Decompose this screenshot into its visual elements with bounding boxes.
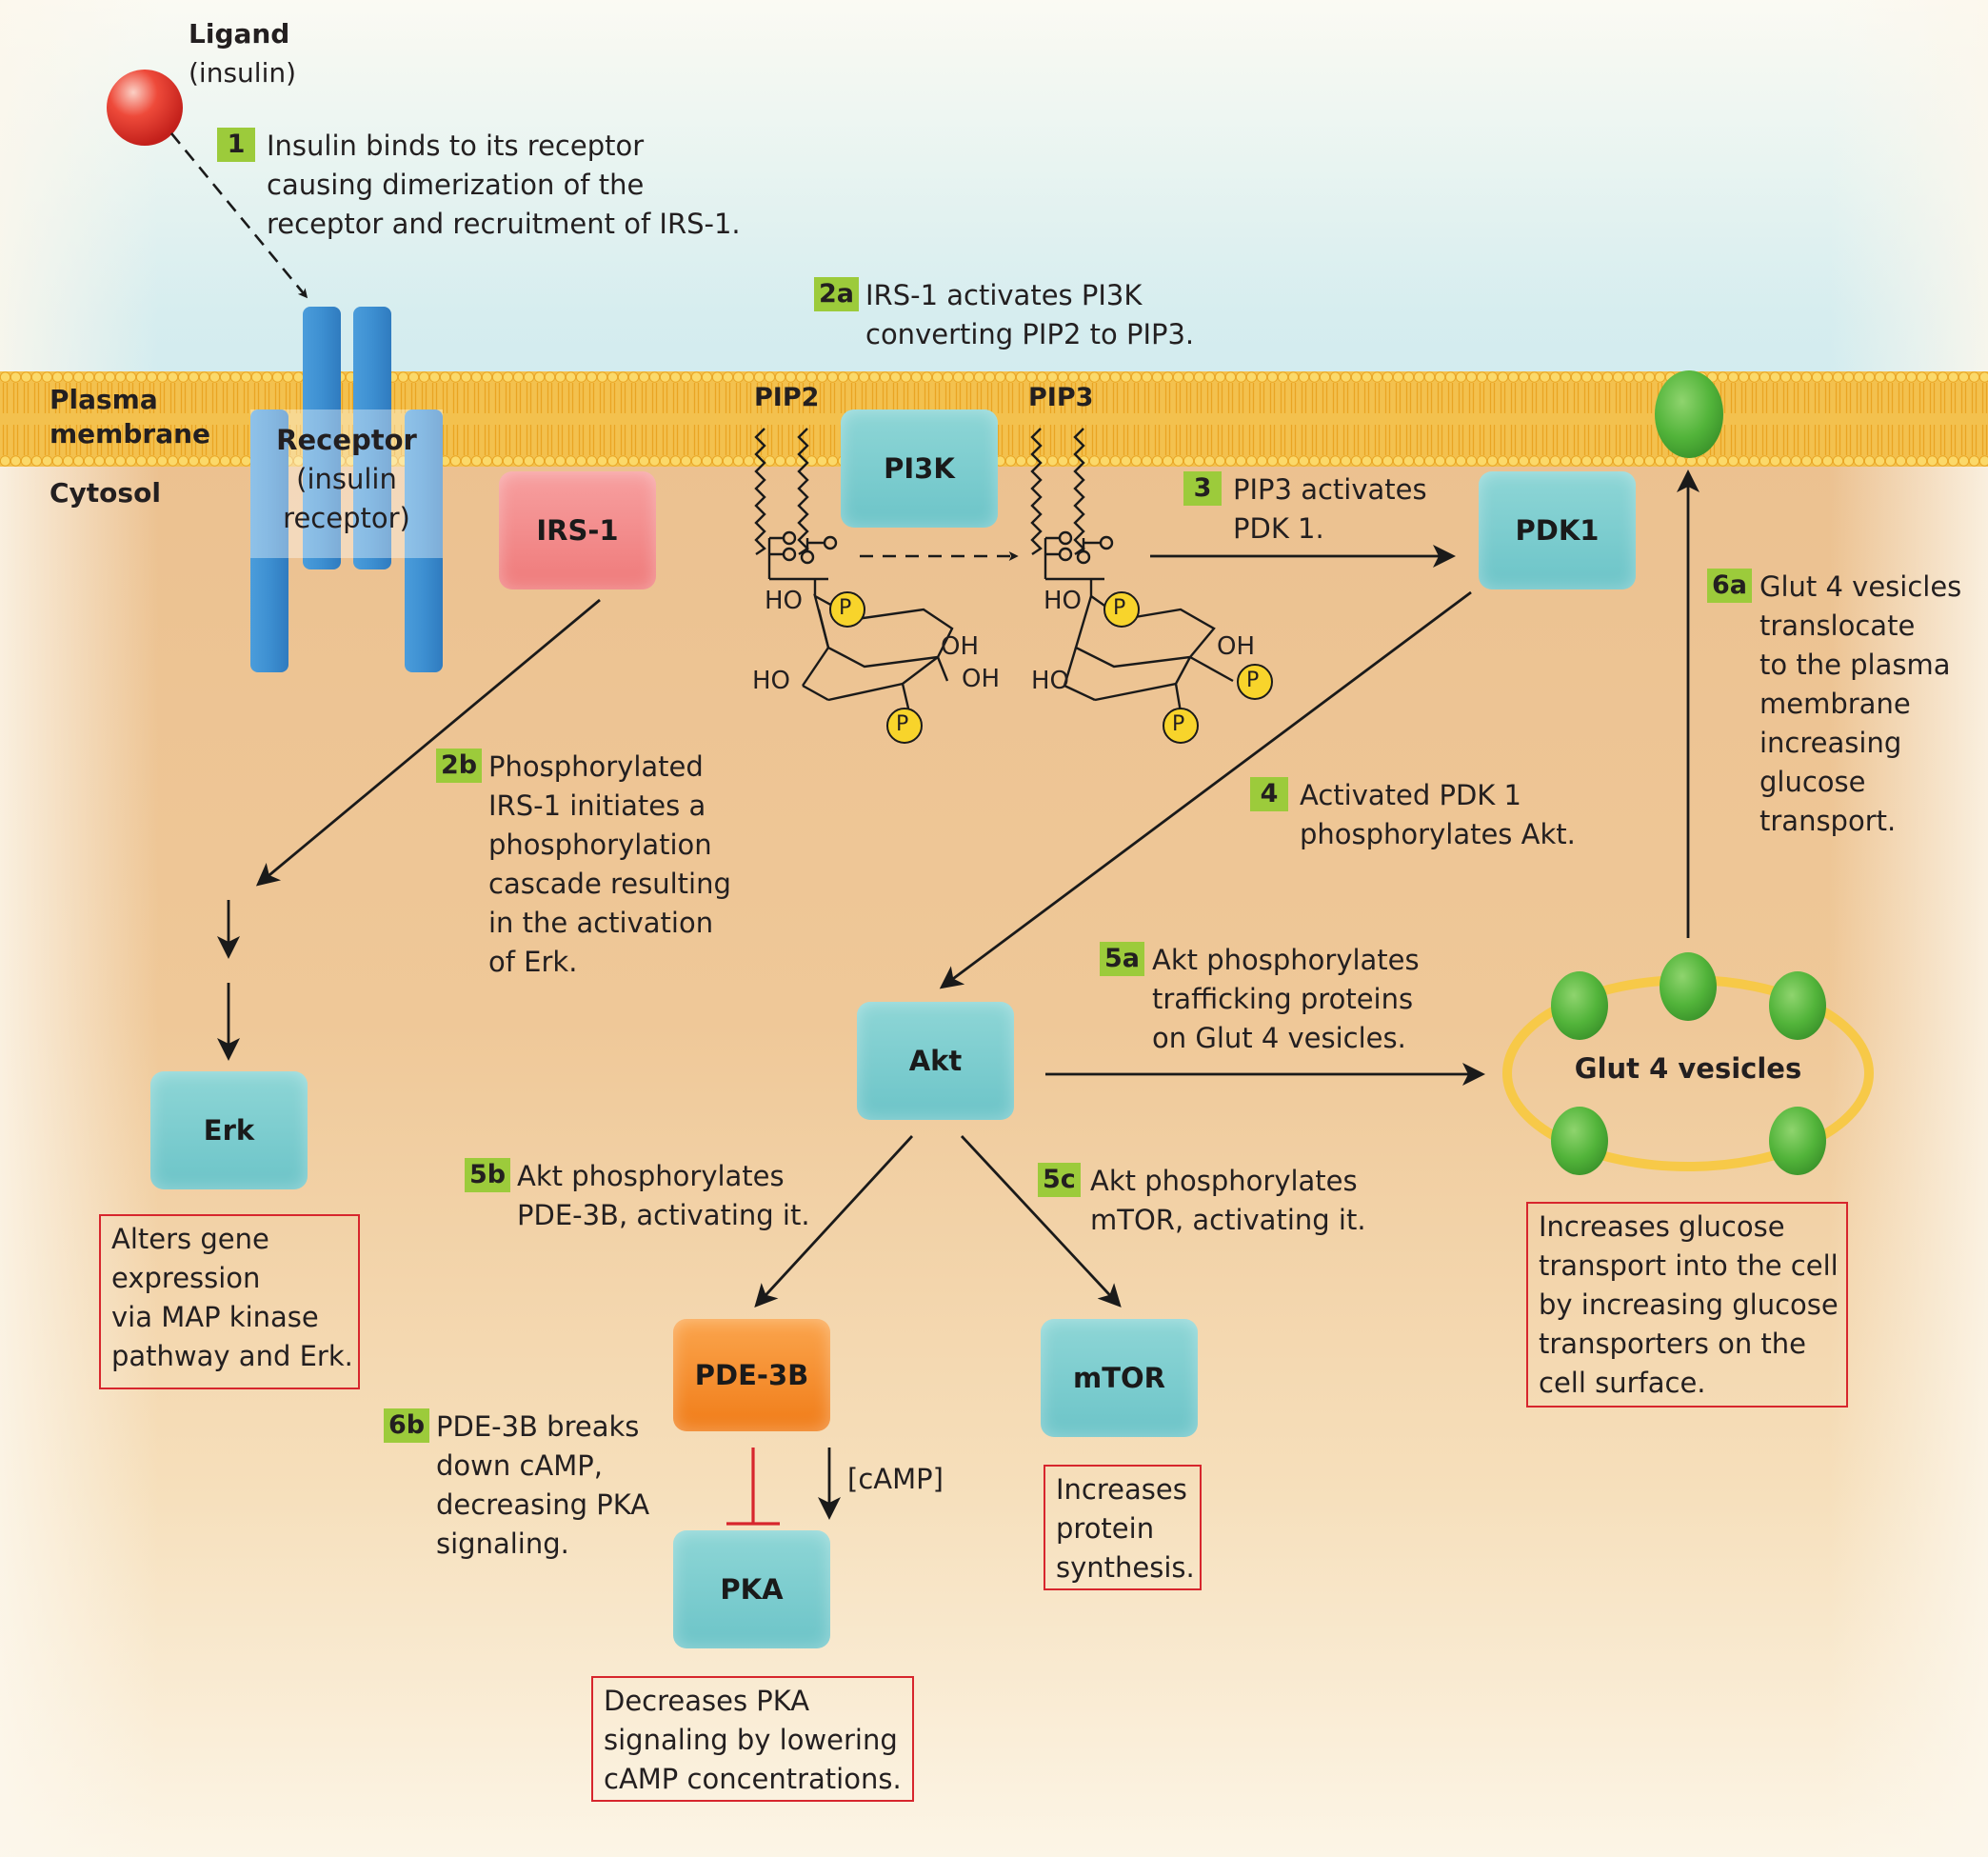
receptor-label: Receptor (insulin receptor) [250,421,443,538]
erk-node: Erk [150,1071,308,1189]
pka-outcome-box: Decreases PKA signaling by lowering cAMP… [591,1676,914,1802]
step-6a: 6a Glut 4 vesicles translocate to the pl… [1707,568,1964,853]
step-3-badge: 3 [1183,471,1222,506]
pka-node: PKA [673,1530,830,1648]
step-5c-text: Akt phosphorylates mTOR, activating it. [1090,1165,1366,1236]
receptor-label-line1: Receptor [276,424,417,456]
pip3-phosphate-label-2: P [1172,712,1185,736]
step-2b-badge: 2b [436,749,483,783]
akt-node: Akt [857,1002,1014,1120]
pip3-molecule [1030,428,1234,713]
pi3k-node: PI3K [841,409,998,528]
ligand-title: Ligand [189,18,290,50]
pip2-ho-bottom: HO [752,667,791,695]
receptor-label-line2: (insulin [296,463,397,495]
mtor-node: mTOR [1041,1319,1198,1437]
step-4-badge: 4 [1250,777,1288,811]
pde3b-node: PDE-3B [673,1319,830,1431]
pip2-phosphate-label-1: P [839,596,852,620]
cytosol-label: Cytosol [50,477,161,509]
pip3-ho-bottom: HO [1031,667,1070,695]
pip2-phosphate-label-2: P [896,712,909,736]
step-5a-badge: 5a [1100,942,1145,976]
irs1-to-cascade-arrow [255,598,601,887]
pip3-phosphate-label-1: P [1113,596,1126,620]
step-3: 3 PIP3 activates PDK 1. [1183,470,1469,556]
step-5b-text: Akt phosphorylates PDE-3B, activating it… [517,1160,810,1231]
glut4-vesicle-label: Glut 4 vesicles [1574,1052,1802,1085]
step-1-badge: 1 [217,128,255,162]
akt-to-pde3b-arrow [754,1135,914,1308]
plasma-label: Plasma [50,384,158,415]
ligand-subtitle: (insulin) [189,57,297,89]
pdk1-node: PDK1 [1479,471,1636,589]
step-6a-badge: 6a [1707,569,1753,603]
camp-label: [cAMP] [847,1463,944,1495]
pdk1-to-akt-arrow [939,590,1472,989]
irs1-node: IRS-1 [499,471,656,589]
pip2-oh-top: OH [941,632,980,661]
step-5b: 5b Akt phosphorylates PDE-3B, activating… [465,1157,845,1243]
step-2b: 2b Phosphorylated IRS-1 initiates a phos… [436,748,750,995]
step-3-text: PIP3 activates PDK 1. [1233,473,1427,545]
glut4-vesicle [1502,952,1874,1175]
pip3-phosphates [1103,591,1273,744]
step-5c-badge: 5c [1038,1163,1081,1197]
step-6b: 6b PDE-3B breaks down cAMP, decreasing P… [384,1408,679,1569]
erk-outcome-box: Alters gene expression via MAP kinase pa… [99,1214,360,1389]
pip2-molecule [754,428,954,713]
step-4-text: Activated PDK 1 phosphorylates Akt. [1300,779,1576,850]
step-2b-text: Phosphorylated IRS-1 initiates a phospho… [488,750,731,978]
membrane-glut4-transporter [1655,370,1723,458]
pde3b-inhibits-pka [726,1448,780,1526]
membrane-label: membrane [50,418,211,449]
receptor-label-line3: receptor) [283,502,410,534]
step-2a-text: IRS-1 activates PI3K converting PIP2 to … [865,279,1195,350]
insulin-receptor-shape [250,307,443,672]
insulin-ligand-ball [107,70,183,146]
pip2-label: PIP2 [754,383,820,412]
pip3-phosphate-label-3: P [1246,669,1260,692]
akt-to-mtor-arrow [960,1135,1122,1308]
pip3-ho-top: HO [1044,587,1083,615]
step-5a-text: Akt phosphorylates trafficking proteins … [1152,944,1420,1054]
step-6b-badge: 6b [384,1408,430,1443]
step-5a: 5a Akt phosphorylates trafficking protei… [1100,941,1442,1065]
step-5c: 5c Akt phosphorylates mTOR, activating i… [1038,1162,1400,1248]
glut4-outcome-box: Increases glucose transport into the cel… [1526,1202,1848,1408]
step-5b-badge: 5b [465,1158,511,1192]
step-4: 4 Activated PDK 1 phosphorylates Akt. [1250,776,1593,862]
step-1: 1 Insulin binds to its receptor causing … [217,127,750,250]
ligand-binding-arrow [169,132,308,299]
pip3-oh-top: OH [1217,632,1256,661]
mtor-outcome-box: Increases protein synthesis. [1044,1465,1202,1590]
pip2-ho-top: HO [765,587,804,615]
pip2-phosphates [829,591,923,744]
pip2-oh-right: OH [962,665,1001,693]
step-2a: 2a IRS-1 activates PI3K converting PIP2 … [814,276,1223,362]
step-1-text: Insulin binds to its receptor causing di… [267,130,741,240]
pip3-label: PIP3 [1028,383,1094,412]
step-2a-badge: 2a [814,277,860,311]
step-6b-text: PDE-3B breaks down cAMP, decreasing PKA … [436,1410,650,1560]
step-6a-text: Glut 4 vesicles translocate to the plasm… [1759,570,1962,837]
